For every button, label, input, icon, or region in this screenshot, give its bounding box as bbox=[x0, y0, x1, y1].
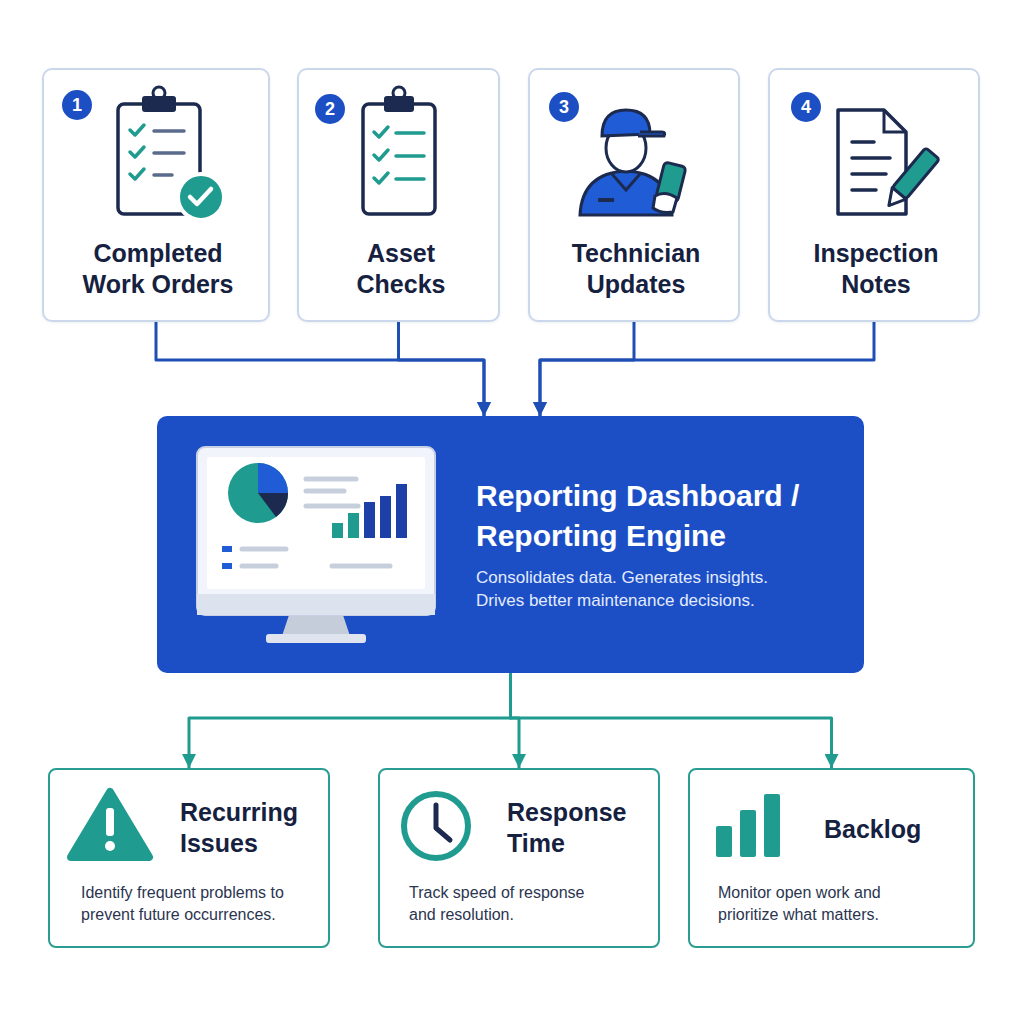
flow-connector bbox=[399, 322, 484, 416]
technician-icon bbox=[653, 193, 677, 212]
clipboard-icon bbox=[393, 87, 405, 99]
source-card: Completed Work Orders 1 bbox=[42, 68, 270, 322]
clipboard-check-icon bbox=[153, 87, 165, 99]
notes-icon bbox=[882, 148, 939, 212]
monitor-illustration bbox=[197, 594, 435, 615]
monitor-illustration bbox=[197, 447, 435, 615]
step-number: 2 bbox=[315, 94, 345, 124]
notes-icon bbox=[882, 188, 906, 212]
notes-icon bbox=[838, 110, 939, 214]
outcome-card: Recurring IssuesIdentify frequent proble… bbox=[48, 768, 330, 948]
card-title: Technician Updates bbox=[551, 238, 721, 300]
monitor-illustration bbox=[258, 493, 288, 517]
card-title: Asset Checks bbox=[346, 238, 456, 300]
step-badge: 1 bbox=[62, 90, 92, 120]
engine-description: Consolidates data. Generates insights. D… bbox=[476, 566, 806, 612]
outcome-description: Monitor open work and prioritize what ma… bbox=[718, 882, 943, 926]
outcome-description: Identify frequent problems to prevent fu… bbox=[81, 882, 306, 926]
source-card: Technician Updates 3 bbox=[528, 68, 740, 322]
technician-icon bbox=[602, 110, 650, 136]
flow-connector bbox=[189, 673, 511, 768]
technician-icon bbox=[612, 174, 640, 190]
flow-connector bbox=[511, 673, 832, 768]
warning-icon bbox=[106, 808, 114, 836]
step-number: 4 bbox=[791, 92, 821, 122]
clock-icon bbox=[436, 805, 450, 840]
clipboard-icon bbox=[363, 87, 435, 214]
clipboard-check-icon bbox=[154, 131, 184, 175]
clock-icon bbox=[404, 794, 468, 858]
technician-icon bbox=[656, 162, 686, 202]
monitor-illustration bbox=[242, 549, 286, 566]
bar-chart-icon bbox=[740, 810, 756, 857]
source-card: Inspection Notes 4 bbox=[768, 68, 980, 322]
outcome-description: Track speed of response and resolution. bbox=[409, 882, 609, 926]
technician-icon bbox=[598, 198, 614, 202]
bar-chart-icon bbox=[764, 794, 780, 857]
outcome-card: BacklogMonitor open work and prioritize … bbox=[688, 768, 975, 948]
clock-icon bbox=[404, 794, 468, 858]
monitor-illustration bbox=[332, 564, 390, 569]
bar-chart-icon bbox=[716, 794, 780, 857]
notes-icon bbox=[838, 110, 906, 214]
card-title: Completed Work Orders bbox=[73, 238, 243, 300]
monitor-illustration bbox=[228, 463, 288, 523]
clipboard-icon bbox=[363, 104, 435, 214]
clipboard-check-icon bbox=[118, 87, 224, 220]
clipboard-check-icon bbox=[178, 174, 224, 220]
monitor-illustration bbox=[197, 447, 435, 643]
notes-icon bbox=[884, 110, 906, 132]
technician-icon bbox=[580, 171, 672, 215]
technician-icon bbox=[580, 110, 686, 215]
clipboard-icon bbox=[384, 96, 414, 112]
flow-connector bbox=[540, 322, 634, 416]
monitor-illustration bbox=[364, 502, 375, 538]
clipboard-check-icon bbox=[190, 189, 211, 204]
monitor-illustration bbox=[222, 563, 232, 569]
clipboard-icon bbox=[396, 133, 424, 179]
notes-icon bbox=[892, 148, 939, 199]
outcome-card: Response TimeTrack speed of response and… bbox=[378, 768, 660, 948]
monitor-illustration bbox=[222, 546, 232, 552]
clipboard-check-icon bbox=[118, 104, 200, 214]
monitor-illustration bbox=[258, 463, 288, 493]
outcome-title: Backlog bbox=[824, 814, 964, 845]
outcome-title: Recurring Issues bbox=[180, 797, 315, 859]
outcome-title: Response Time bbox=[507, 797, 642, 859]
warning-icon bbox=[71, 792, 149, 857]
monitor-illustration bbox=[396, 484, 407, 538]
bar-chart-icon bbox=[716, 826, 732, 857]
flow-connector bbox=[540, 322, 874, 416]
monitor-illustration bbox=[380, 496, 391, 538]
card-title: Inspection Notes bbox=[791, 238, 961, 300]
notes-icon bbox=[852, 142, 890, 190]
warning-icon bbox=[105, 841, 115, 851]
monitor-illustration bbox=[282, 612, 350, 636]
reporting-engine-box: Reporting Dashboard / Reporting EngineCo… bbox=[157, 416, 864, 673]
monitor-illustration bbox=[306, 479, 358, 506]
monitor-illustration bbox=[348, 513, 359, 538]
engine-title: Reporting Dashboard / Reporting Engine bbox=[476, 476, 836, 556]
clipboard-check-icon bbox=[142, 96, 176, 112]
flow-connector bbox=[156, 322, 484, 416]
step-badge: 4 bbox=[791, 92, 821, 122]
monitor-illustration bbox=[332, 523, 343, 538]
monitor-illustration bbox=[207, 457, 425, 589]
step-badge: 2 bbox=[315, 94, 345, 124]
step-badge: 3 bbox=[549, 92, 579, 122]
step-number: 3 bbox=[549, 92, 579, 122]
technician-icon bbox=[606, 124, 646, 172]
step-number: 1 bbox=[62, 90, 92, 120]
clipboard-icon bbox=[374, 127, 388, 183]
source-card: Asset Checks 2 bbox=[297, 68, 500, 322]
warning-icon bbox=[71, 792, 149, 857]
monitor-illustration bbox=[266, 634, 366, 643]
technician-icon bbox=[638, 132, 665, 136]
clipboard-check-icon bbox=[130, 125, 144, 179]
